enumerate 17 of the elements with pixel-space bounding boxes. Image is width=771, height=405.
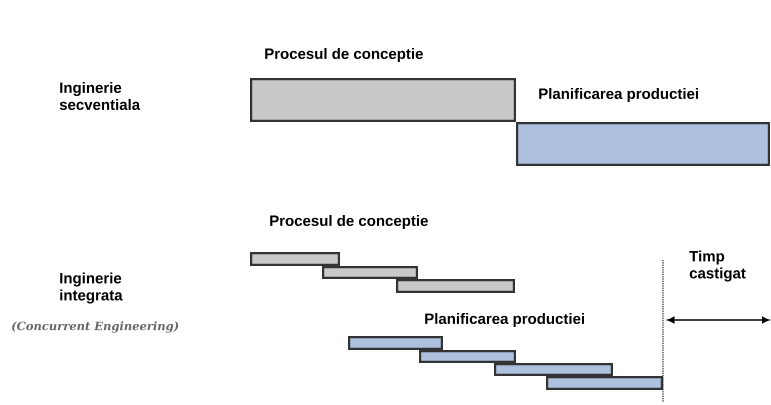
label: Timp castigat [689,250,746,282]
label: Procesul de conceptie [265,48,423,62]
label: (Concurrent Engineering) [12,321,178,333]
bar [494,363,613,376]
bar [419,350,516,363]
bar [348,336,443,350]
label: Planificarea productiei [539,88,698,102]
label: Inginerie integrata [60,272,123,304]
label: Planificarea productiei [425,313,584,327]
label: Procesul de conceptie [270,215,428,229]
bar [396,279,515,293]
bar [250,252,340,266]
bar [516,122,770,166]
label: Inginerie secventiala [60,82,140,110]
bar [322,266,418,279]
bar [546,376,663,390]
bar [250,78,516,122]
